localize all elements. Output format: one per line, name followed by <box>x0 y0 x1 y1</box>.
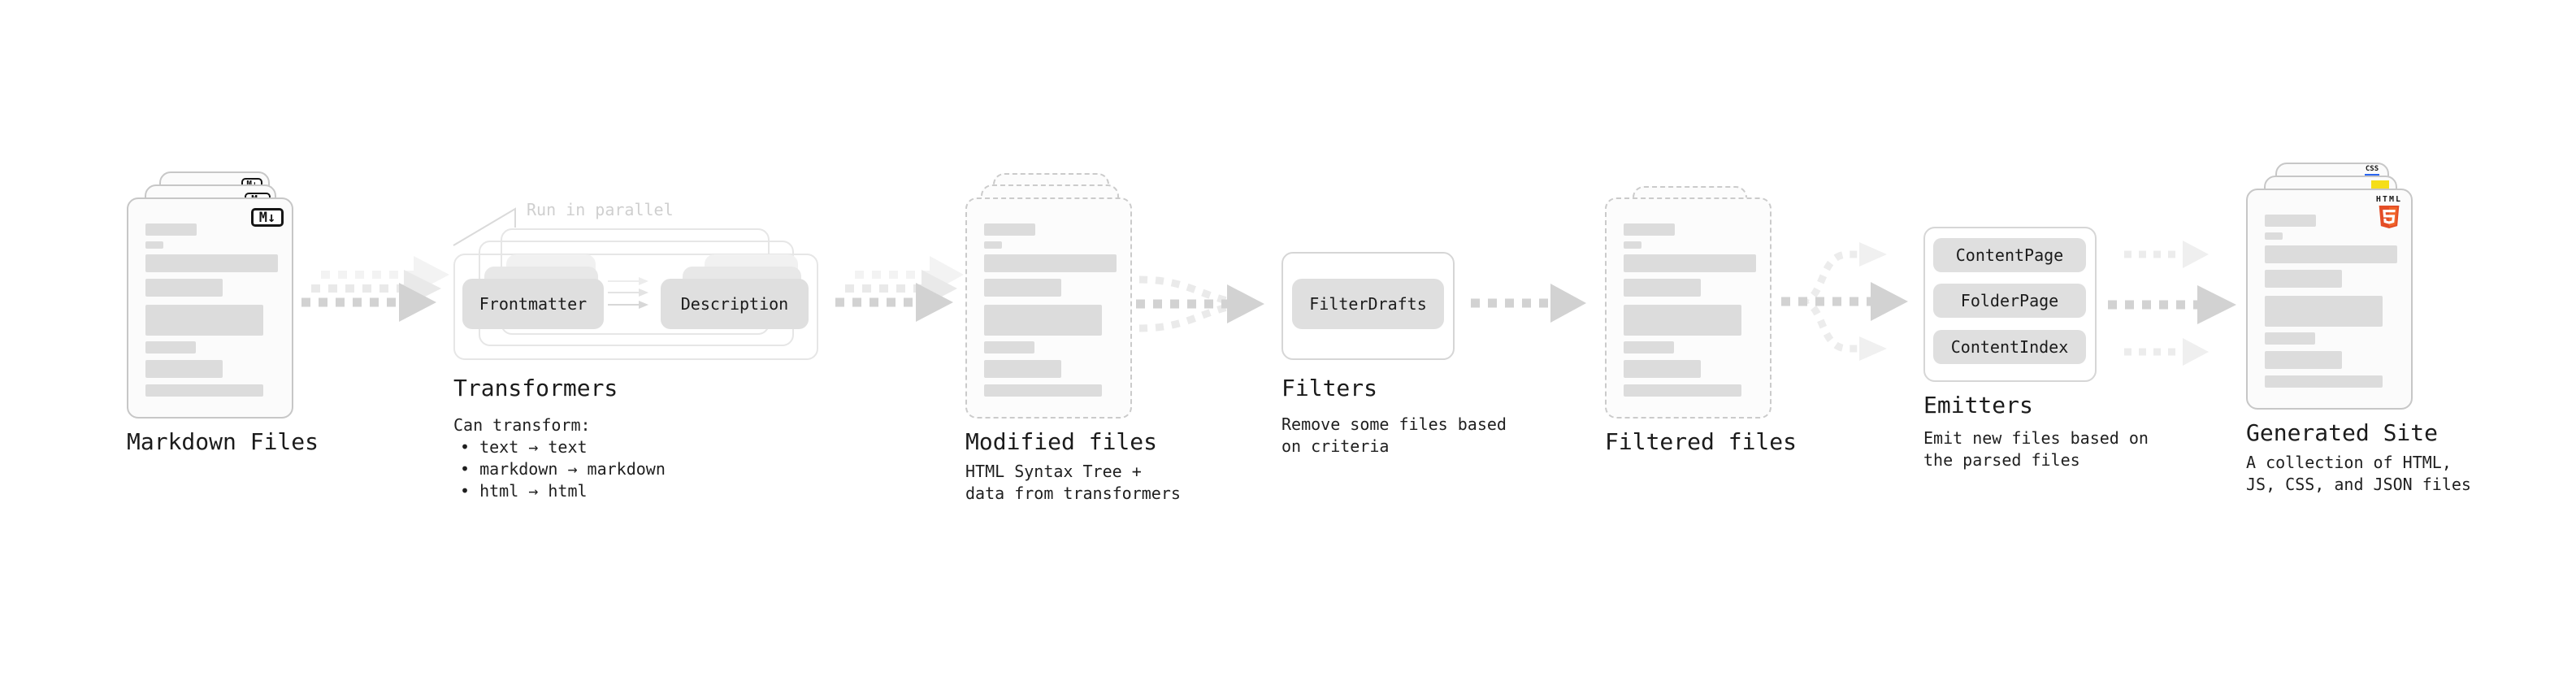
transformers-bullet: • text → text <box>460 437 588 457</box>
transformer-node-description: Description <box>661 279 809 329</box>
filter-node-filterdrafts: FilterDrafts <box>1292 279 1444 329</box>
transformer-group-box <box>453 254 818 360</box>
markdown-file-card: M↓ <box>127 197 293 419</box>
stage-label-filtered-files: Filtered files <box>1605 428 1798 455</box>
annotation-leader-line <box>453 207 516 246</box>
file-skeleton <box>128 223 292 397</box>
transformers-bullet: • html → html <box>460 481 588 501</box>
transformer-node-frontmatter: Frontmatter <box>462 279 604 329</box>
stage-label-markdown-files: Markdown Files <box>127 428 319 455</box>
run-in-parallel-annotation: Run in parallel <box>527 200 674 219</box>
file-skeleton <box>1607 223 1770 397</box>
markdown-icon: M↓ <box>251 208 284 227</box>
flow-arrow-markdown-to-transformers <box>301 256 449 322</box>
emitter-node-folderpage: FolderPage <box>1933 284 2086 318</box>
emitters-note: Emit new files based on the parsed files <box>1923 428 2149 470</box>
transform-flow-arrows <box>608 277 648 309</box>
modified-file-card <box>965 197 1132 419</box>
flow-arrow-modified-to-filters <box>1136 275 1264 332</box>
file-skeleton <box>2248 215 2411 388</box>
stage-label-generated-site: Generated Site <box>2246 419 2439 446</box>
flow-arrow-emitters-to-site <box>2108 241 2236 366</box>
site-file-card-html: HTML <box>2246 189 2413 410</box>
modified-files-note: HTML Syntax Tree + data from transformer… <box>965 462 1181 503</box>
transformers-note-title: Can transform: <box>453 415 591 435</box>
html5-icon: HTML <box>2376 195 2402 233</box>
filters-note: Remove some files based on criteria <box>1281 414 1507 456</box>
stage-label-filters: Filters <box>1281 375 1378 401</box>
generated-site-note: A collection of HTML, JS, CSS, and JSON … <box>2246 453 2471 494</box>
flow-arrow-filters-to-filtered <box>1471 284 1586 323</box>
flow-arrow-transformers-to-modified <box>835 256 964 322</box>
file-skeleton <box>967 223 1130 397</box>
stage-label-emitters: Emitters <box>1923 392 2033 419</box>
stage-label-modified-files: Modified files <box>965 428 1158 455</box>
emitter-node-contentpage: ContentPage <box>1933 238 2086 272</box>
flow-arrow-filtered-to-emitters <box>1781 242 1908 361</box>
filtered-file-card <box>1605 197 1772 419</box>
emitter-node-contentindex: ContentIndex <box>1933 330 2086 364</box>
js-icon <box>2371 180 2389 190</box>
stage-label-transformers: Transformers <box>453 375 618 401</box>
transformers-bullet: • markdown → markdown <box>460 459 666 479</box>
